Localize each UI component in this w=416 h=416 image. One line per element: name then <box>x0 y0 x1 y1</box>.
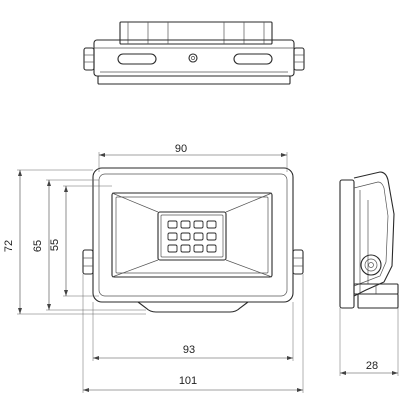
dim-label-93: 93 <box>183 344 195 356</box>
lens-frame <box>111 192 273 278</box>
side-view <box>339 171 399 309</box>
top-view <box>83 21 305 85</box>
dim-label-72: 72 <box>3 240 15 252</box>
dim-label-55: 55 <box>49 239 61 251</box>
dim-label-28: 28 <box>366 360 378 372</box>
dim-label-90: 90 <box>175 143 187 155</box>
bracket-tab <box>137 301 249 313</box>
led-board <box>157 211 227 261</box>
dim-label-65: 65 <box>32 240 44 252</box>
pivot-knob <box>360 254 382 276</box>
right-knob <box>292 249 304 275</box>
dim-label-101: 101 <box>179 375 197 387</box>
left-knob <box>82 249 94 275</box>
led-chips <box>167 220 217 253</box>
dimension-labels: 90 93 101 72 65 55 28 <box>3 143 378 387</box>
dimension-lines <box>17 152 399 393</box>
housing-outline <box>92 167 294 303</box>
front-view <box>82 167 304 313</box>
